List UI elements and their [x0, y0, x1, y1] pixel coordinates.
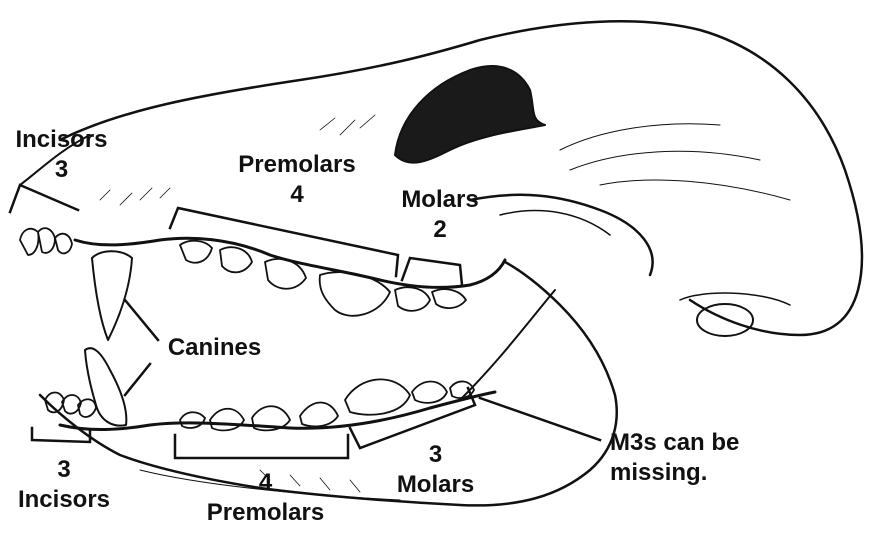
- canines-label: Canines: [152, 333, 277, 363]
- lower-incisors-count: 3: [4, 455, 124, 485]
- upper-incisors-name: Incisors: [4, 125, 119, 155]
- upper-canine-tooth: [92, 251, 132, 340]
- m3-note-label: M3s can be missing.: [610, 428, 770, 488]
- upper-incisor-teeth: [20, 228, 72, 255]
- upper-molars-count: 2: [385, 215, 495, 245]
- lower-premolars-name: Premolars: [188, 498, 343, 528]
- m3-note-line1: M3s can be: [610, 428, 770, 458]
- upper-molars-bracket: [402, 258, 462, 285]
- m3-note-line2: missing.: [610, 458, 770, 488]
- lower-molars-name: Molars: [378, 470, 493, 500]
- upper-premolars-label: Premolars 4: [222, 150, 372, 210]
- eye-orbit: [395, 66, 545, 163]
- lower-molars-label: 3 Molars: [378, 440, 493, 500]
- lower-incisor-teeth: [45, 393, 96, 417]
- zygomatic-arch: [470, 195, 653, 275]
- m3-leader-line: [480, 398, 600, 440]
- canines-leader-lower: [125, 364, 150, 395]
- lower-molar-teeth: [345, 379, 474, 414]
- upper-incisors-label: Incisors 3: [4, 125, 119, 185]
- upper-molars-label: Molars 2: [385, 185, 495, 245]
- upper-premolar-teeth: [180, 241, 390, 316]
- lower-premolars-bracket: [175, 435, 348, 458]
- lower-incisors-name: Incisors: [4, 485, 124, 515]
- lower-incisors-label: 3 Incisors: [4, 455, 124, 515]
- lower-premolars-count: 4: [188, 468, 343, 498]
- upper-incisors-count: 3: [4, 155, 119, 185]
- cranium-outline: [60, 21, 862, 335]
- upper-incisors-bracket: [10, 185, 78, 212]
- upper-premolars-count: 4: [222, 180, 372, 210]
- upper-molars-name: Molars: [385, 185, 495, 215]
- lower-molars-count: 3: [378, 440, 493, 470]
- upper-premolars-name: Premolars: [222, 150, 372, 180]
- upper-molar-teeth: [395, 287, 466, 311]
- lower-premolars-label: 4 Premolars: [188, 468, 343, 528]
